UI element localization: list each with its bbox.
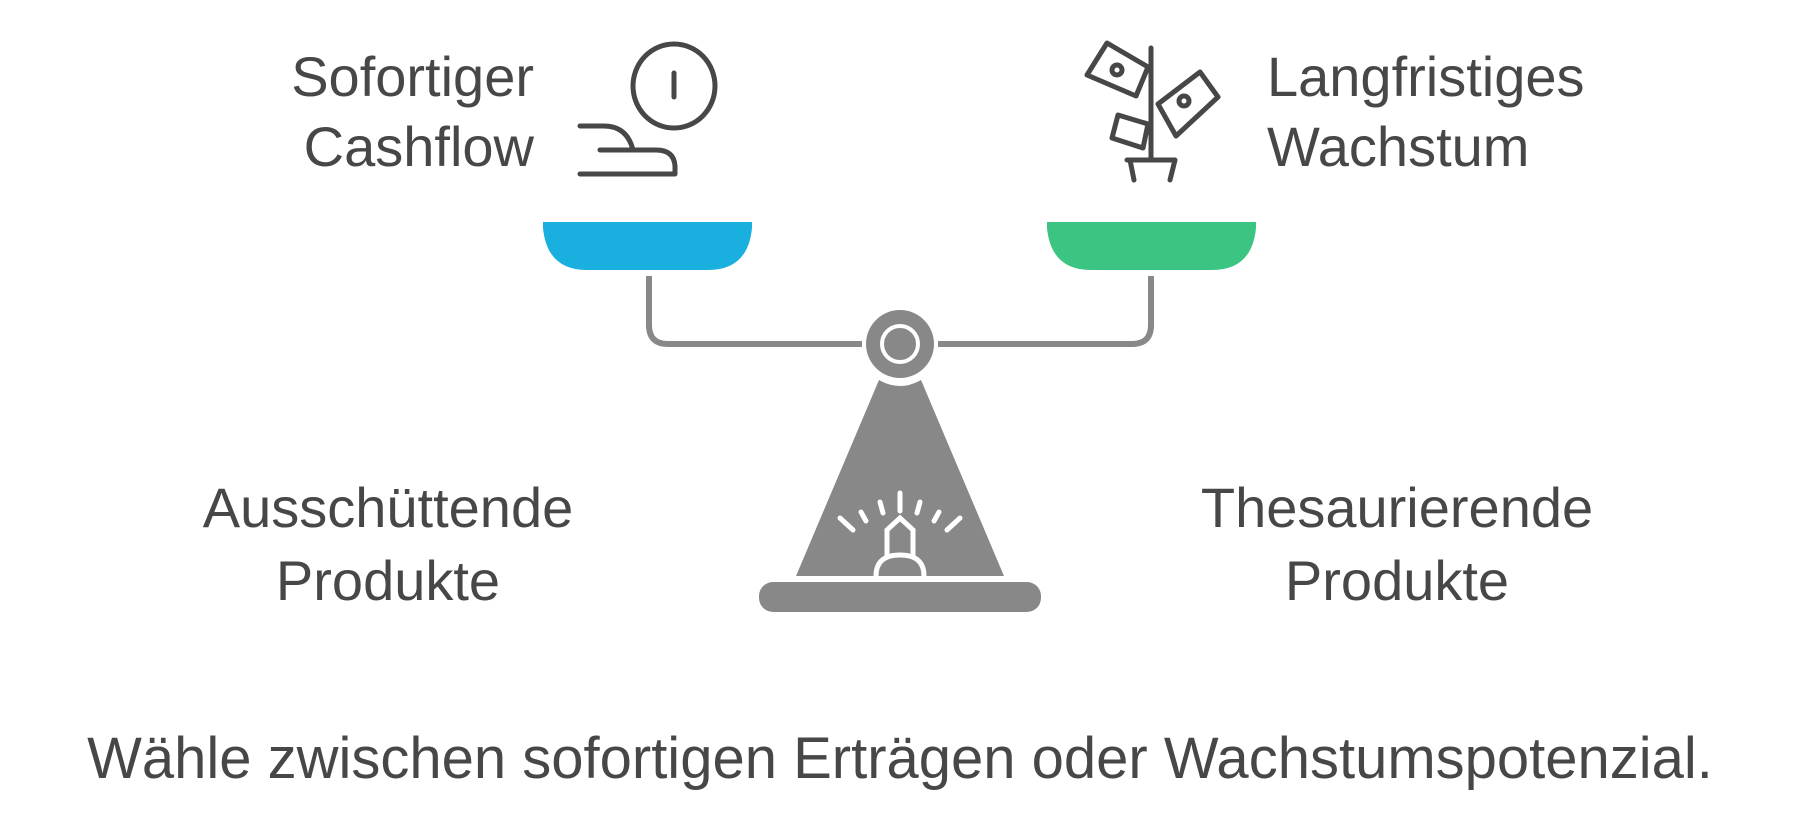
right-top-label-line1: Langfristiges <box>1267 45 1585 108</box>
right-bottom-label-line1: Thesaurierende <box>1201 476 1593 539</box>
pivot <box>866 310 934 378</box>
right-top-label-line2: Wachstum <box>1267 115 1529 178</box>
money-plant-icon <box>1084 40 1221 183</box>
left-top-label-line2: Cashflow <box>304 115 535 178</box>
balance-icon <box>837 490 963 579</box>
left-pan <box>543 222 752 270</box>
footer-caption: Wähle zwischen sofortigen Erträgen oder … <box>87 726 1713 791</box>
right-bottom-label-line2: Produkte <box>1285 549 1509 612</box>
scale-beam <box>646 276 1154 347</box>
left-top-label-line1: Sofortiger <box>291 45 534 108</box>
left-bottom-label-line2: Produkte <box>276 549 500 612</box>
scale-base <box>759 582 1041 612</box>
left-bottom-label-line1: Ausschüttende <box>203 476 573 539</box>
right-pan <box>1047 222 1256 270</box>
hand-coin-icon <box>577 41 718 177</box>
scale-stand <box>796 380 1004 576</box>
